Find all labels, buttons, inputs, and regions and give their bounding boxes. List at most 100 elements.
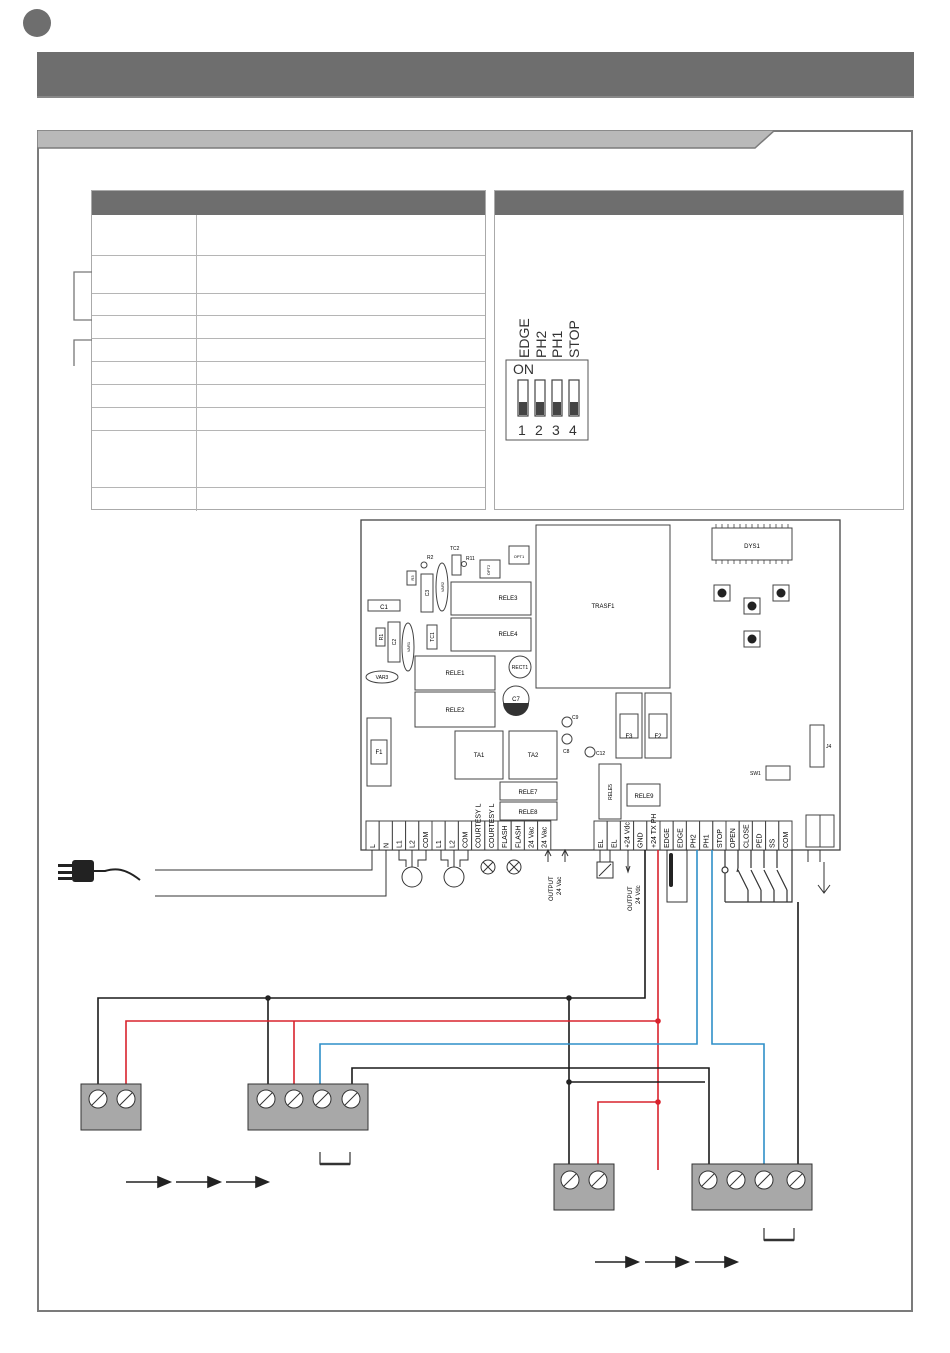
power-plug-icon [58,860,141,882]
label-opt1: OPT1 [514,554,525,559]
terminal-label: EL [598,839,605,848]
dip-switch-panel [494,190,904,510]
dip-number-2: 2 [535,422,543,438]
dip-label-1: EDGE [516,318,532,358]
table-row [92,215,485,256]
dip-number-4: 4 [569,422,577,438]
label-ta2: TA2 [528,753,539,759]
table-row [92,361,485,385]
dip-panel-header [495,191,903,215]
dip-label-4: STOP [566,320,582,358]
terminal-label: N [383,843,390,848]
terminal-label: +24 Vdc [625,822,632,848]
output-left-label: OUTPUT [549,876,555,901]
label-c1: C1 [380,605,388,611]
terminal-label: OPEN [730,828,737,848]
table-row [92,338,485,362]
settings-table [91,190,486,511]
label-dys1: DYS1 [744,544,760,550]
table-row [92,293,485,316]
input-contacts [721,850,793,903]
label-rele3: RELE3 [498,596,518,602]
label-rele8: RELE8 [518,810,538,816]
terminal-label: EDGE [664,828,671,848]
photocell-tx-block [80,1083,142,1131]
label-c8: C8 [563,749,570,755]
terminal-label: FLASH [515,825,522,848]
terminal-cell [778,820,793,851]
direction-arrows [126,1175,740,1269]
control-board: TRASF1 DYS1 RELE3 RELE4 RELE1 RELE2 [360,519,841,851]
label-r3: R3 [410,575,415,581]
label-r2: R2 [427,555,434,561]
table-row [92,255,485,294]
photocell-rx-block [247,1083,369,1131]
table-row [92,430,485,488]
terminal-label: L1 [436,840,443,848]
label-var3: VAR3 [376,675,389,681]
terminal-label: PED [757,834,764,848]
label-var2: VAR2 [440,581,445,592]
label-rele7: RELE7 [518,790,538,796]
table-column-divider [196,215,197,511]
photocell-rx-block-2 [691,1163,813,1211]
photocell-tx-block-2 [553,1163,615,1211]
dip-on-label: ON [513,361,534,377]
terminal-label: PH1 [704,834,711,848]
label-c2: C2 [392,639,398,646]
board-push-buttons [713,584,790,648]
label-c7: C7 [512,697,520,703]
label-c9: C9 [572,715,579,721]
terminal-label: +24 TX PH [651,814,658,848]
terminal-label: COURTESY L [476,803,483,848]
terminal-label: GND [638,832,645,848]
dip-number-3: 3 [552,422,560,438]
label-c12: C12 [596,751,605,757]
section-dot-icon [23,9,51,37]
terminal-label: CLOSE [743,824,750,848]
label-var1: VAR1 [406,641,411,652]
terminal-label: SS [770,838,777,848]
section-tab [37,130,777,149]
diagram-frame [37,130,913,1312]
output-right-sub: 24 Vdc [636,885,642,904]
terminal-label: 24 Vac [529,826,536,848]
label-rele2: RELE2 [445,708,465,714]
terminal-label: L1 [397,840,404,848]
table-row [92,384,485,408]
label-r11: R11 [466,556,475,562]
terminal-label: STOP [717,829,724,848]
label-rele9: RELE9 [634,794,654,800]
label-r1: R1 [379,634,385,641]
label-trasf1: TRASF1 [591,604,615,610]
dip-switch: EDGE PH2 PH1 STOP ON 1 2 3 4 [505,318,589,441]
table-row [92,315,485,339]
terminal-label: FLASH [502,825,509,848]
output-left-sub: 24 Vac [557,877,563,895]
terminal-strip-right: EL EL +24 Vdc GND +24 TX PH EDGE EDGE PH2 PH1 STO… [593,814,793,851]
terminal-label: EL [611,839,618,848]
label-tc2: TC2 [450,546,460,552]
terminal-label: L2 [410,840,417,848]
terminal-label: COM [423,832,430,849]
label-f2: F2 [654,734,662,740]
wiring [97,850,799,1170]
label-sw1: SW1 [750,771,761,777]
terminal-label: PH2 [691,834,698,848]
terminal-label: COM [783,832,790,849]
label-c3: C3 [425,590,431,597]
page-title-bar [37,52,914,98]
label-f3: F3 [625,734,633,740]
label-tc1: TC1 [430,632,436,642]
label-rele1: RELE1 [445,671,465,677]
label-j4: J4 [826,744,832,750]
label-opt2: OPT2 [486,564,491,575]
dip-label-2: PH2 [533,331,549,358]
table-row [92,407,485,431]
dip-label-3: PH1 [549,331,565,358]
terminal-cell [537,820,552,851]
terminal-label: EDGE [677,828,684,848]
